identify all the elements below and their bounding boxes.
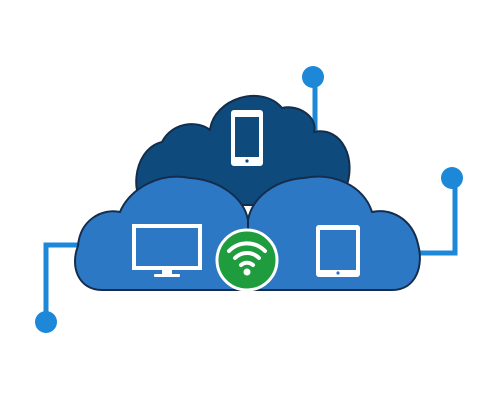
smartphone-icon: [231, 110, 263, 166]
tablet-icon: [316, 225, 360, 277]
connector-left: [35, 242, 78, 333]
connector-right: [420, 167, 463, 256]
monitor-icon: [132, 224, 202, 277]
wifi-icon: [215, 228, 279, 292]
connectors: [35, 66, 463, 333]
